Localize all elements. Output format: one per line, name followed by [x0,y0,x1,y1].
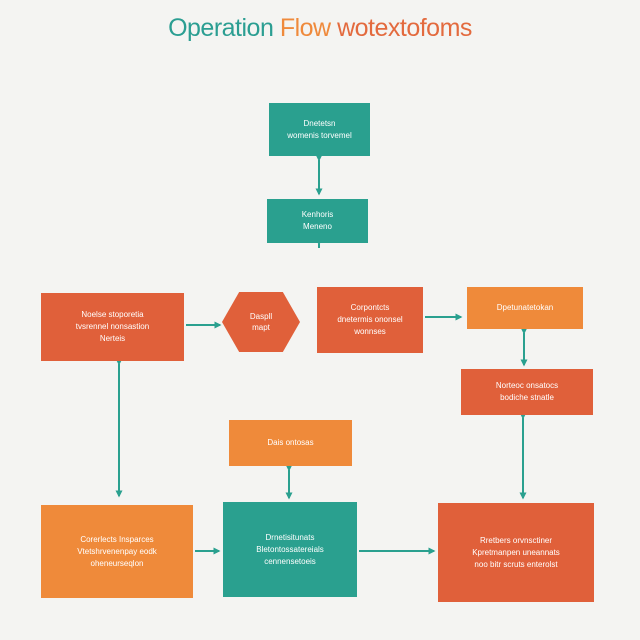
node-bottom-right-box-line3: noo bitr scruts enterolst [474,559,558,569]
node-second-box-line1: Kenhoris [301,210,334,219]
node-left-box-line2: tvsrennel nonsastion [75,322,150,331]
node-center-box-line3: wonnses [354,327,386,336]
node-left-box: Noelse stoporetia tvsrennel nonsastion N… [41,293,184,361]
node-bottom-right-box-line1: Rretbers orvnsctiner [479,535,553,545]
node-bottom-left-box: Corerlects Insparces Vtetshrvenenpay eod… [41,505,193,598]
node-bottom-center-box-line1: Drnetisitunats [265,532,315,542]
node-second-box-line2: Meneno [303,222,332,231]
node-bottom-center-box-line3: cennensetoeis [264,556,316,566]
node-bottom-center-box-line2: Bletontossatereials [256,544,324,554]
title-part-3: wotextofoms [337,14,472,42]
node-right-mid-box: Norteoc onsatocs bodiche stnatle [461,369,593,415]
node-diamond-line2: mapt [252,323,270,332]
node-bottom-left-box-line3: oheneurseqlon [90,558,144,568]
node-top-box: Dnetetsn womenis torvemel [269,103,370,156]
node-center-box-line1: Corpontcts [350,303,390,312]
node-right-top-box-line1: Dpetunatetokan [496,303,554,312]
title-part-1: Operation [168,14,274,42]
node-left-box-line3: Nerteis [99,334,126,343]
node-diamond-line1: Daspll [249,312,273,321]
node-center-box-line2: dnetermis ononsel [337,315,403,324]
node-left-box-line1: Noelse stoporetia [81,310,144,319]
node-bottom-left-box-line1: Corerlects Insparces [80,534,154,544]
node-mid-orange-box: Dais ontosas [229,420,352,466]
node-right-mid-box-line1: Norteoc onsatocs [495,381,559,390]
node-bottom-right-box: Rretbers orvnsctiner Kpretmanpen uneanna… [438,503,594,602]
node-top-box-line2: womenis torvemel [287,130,352,140]
node-top-box-line1: Dnetetsn [303,118,336,128]
node-decision-diamond: Daspll mapt [222,292,300,352]
node-second-box: Kenhoris Meneno [267,199,368,243]
node-center-box: Corpontcts dnetermis ononsel wonnses [317,287,423,353]
title-part-2: Flow [279,14,331,42]
node-right-top-box: Dpetunatetokan [467,287,583,329]
node-right-mid-box-line2: bodiche stnatle [500,393,554,402]
node-bottom-left-box-line2: Vtetshrvenenpay eodk [77,546,157,556]
node-mid-orange-box-line1: Dais ontosas [267,438,314,447]
diagram-title: Operation Flow wotextofoms [0,14,640,43]
node-bottom-right-box-line2: Kpretmanpen uneannats [472,547,560,557]
node-bottom-center-box: Drnetisitunats Bletontossatereials cenne… [223,502,357,597]
